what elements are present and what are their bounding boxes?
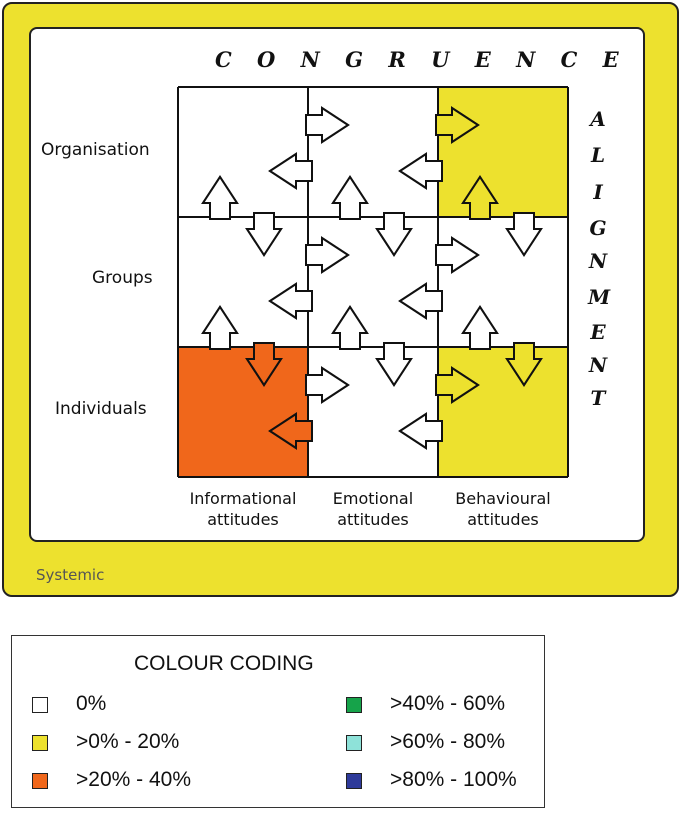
legend-label: >60% - 80% [390, 730, 505, 753]
puzzle-arrow [331, 305, 369, 350]
puzzle-arrow [268, 152, 313, 190]
legend-swatch [32, 735, 48, 751]
puzzle-arrow [461, 305, 499, 350]
column-label-line: Behavioural [455, 489, 551, 508]
row-label-individuals: Individuals [55, 399, 147, 419]
grid-cell [178, 87, 308, 217]
congruence-label: C O N G R U E N C E [215, 47, 628, 72]
grid-cell [438, 217, 568, 347]
legend-label: >40% - 60% [390, 692, 505, 715]
legend-swatch [346, 697, 362, 713]
grid-cell [438, 87, 568, 217]
puzzle-arrow [435, 106, 480, 144]
grid-cell [308, 217, 438, 347]
alignment-letter: E [590, 320, 606, 344]
puzzle-arrow [505, 212, 543, 257]
legend-label: >0% - 20% [76, 730, 180, 753]
alignment-letter: M [588, 285, 611, 309]
alignment-letter: N [588, 353, 608, 377]
legend-label: >20% - 40% [76, 768, 191, 791]
column-label-informational: Informational attitudes [168, 488, 318, 530]
grid-cell [308, 87, 438, 217]
puzzle-arrow [398, 412, 443, 450]
alignment-letter: A [590, 107, 606, 131]
alignment-letter: T [590, 386, 606, 410]
alignment-letter: G [589, 216, 607, 240]
legend-label: >80% - 100% [390, 768, 517, 791]
puzzle-arrow [435, 366, 480, 404]
puzzle-arrow [201, 175, 239, 220]
column-label-line: Informational [189, 489, 297, 508]
puzzle-arrow [201, 305, 239, 350]
legend-title: COLOUR CODING [134, 652, 314, 675]
column-label-line: Emotional [332, 489, 414, 508]
row-label-groups: Groups [92, 268, 153, 288]
legend-label: 0% [76, 692, 107, 715]
puzzle-arrow [435, 236, 480, 274]
puzzle-arrow [305, 236, 350, 274]
puzzle-arrow [398, 282, 443, 320]
puzzle-arrow [268, 282, 313, 320]
grid-cell [438, 347, 568, 477]
puzzle-grid [177, 86, 569, 478]
puzzle-arrow [331, 175, 369, 220]
puzzle-arrow [245, 342, 283, 387]
grid-cell [178, 347, 308, 477]
puzzle-arrow [305, 366, 350, 404]
legend-swatch [32, 773, 48, 789]
puzzle-arrow [375, 212, 413, 257]
alignment-letter: N [588, 249, 608, 273]
legend-swatch [32, 697, 48, 713]
puzzle-arrow [305, 106, 350, 144]
grid-cell [308, 347, 438, 477]
alignment-letter: I [593, 180, 603, 204]
legend-swatch [346, 773, 362, 789]
puzzle-arrow [375, 342, 413, 387]
column-label-line: attitudes [337, 510, 409, 529]
column-label-behavioural: Behavioural attitudes [428, 488, 578, 530]
puzzle-arrow [461, 175, 499, 220]
puzzle-arrow [268, 412, 313, 450]
colour-legend: COLOUR CODING 0% >0% - 20% >20% - 40% >4… [11, 635, 545, 808]
row-label-organisation: Organisation [41, 140, 150, 160]
grid-cell [178, 217, 308, 347]
puzzle-arrow [398, 152, 443, 190]
systemic-label: Systemic [36, 566, 105, 584]
puzzle-arrow [245, 212, 283, 257]
alignment-letter: L [590, 143, 606, 167]
column-label-line: attitudes [467, 510, 539, 529]
puzzle-arrow [505, 342, 543, 387]
legend-swatch [346, 735, 362, 751]
column-label-emotional: Emotional attitudes [298, 488, 448, 530]
column-label-line: attitudes [207, 510, 279, 529]
